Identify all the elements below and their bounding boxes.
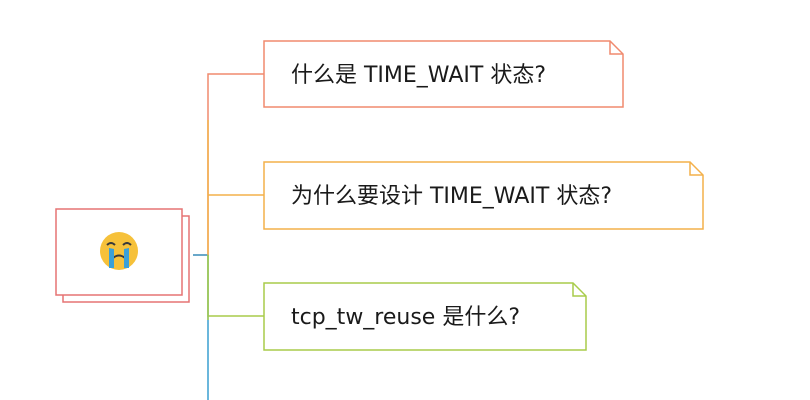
topic-node-1-fold [609,41,623,55]
connector-node-3 [207,255,264,317]
topic-node-2-box [263,161,704,230]
topic-node-2-fold [689,162,703,176]
topic-node-1[interactable]: 什么是 TIME_WAIT 状态? [263,40,624,108]
topic-node-3-box [263,282,587,351]
topic-node-1-label: 什么是 TIME_WAIT 状态? [291,63,546,88]
topic-node-2[interactable]: 为什么要设计 TIME_WAIT 状态? [263,161,704,230]
connector-offscreen-branch [193,254,209,400]
topic-node-2-label: 为什么要设计 TIME_WAIT 状态? [291,184,612,209]
topic-node-1-box [263,40,624,108]
topic-node-3-fold [572,283,586,297]
root-node[interactable] [55,208,190,303]
crying-face-icon [100,232,138,270]
connectors [193,73,264,400]
topic-node-3-label: tcp_tw_reuse 是什么? [291,305,520,330]
topic-node-3[interactable]: tcp_tw_reuse 是什么? [263,282,587,351]
connector-node-1 [193,73,264,256]
